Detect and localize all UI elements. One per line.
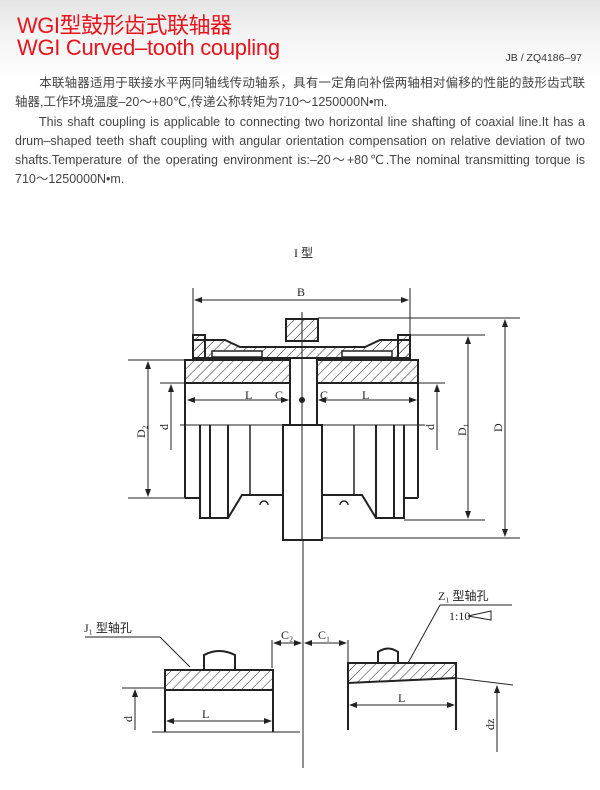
description-chinese-text: 本联轴器适用于联接水平两同轴线传动轴系，具有一定角向补偿两轴相对偏移的性能的鼓形…	[15, 76, 585, 109]
dim-C2: C₂	[281, 628, 293, 642]
dim-L-right: L	[362, 388, 369, 402]
dim-D: D	[491, 423, 505, 432]
z1-bore-label: Z₁ 型轴孔	[438, 588, 489, 603]
bore-details	[85, 540, 514, 768]
description-english-text: This shaft coupling is applicable to con…	[15, 115, 585, 186]
dim-B: B	[297, 285, 305, 299]
dim-d-left: d	[157, 424, 171, 430]
dim-dz: dz	[483, 719, 497, 730]
type-label: I 型	[294, 246, 313, 260]
standard-number: JB / ZQ4186–97	[505, 52, 582, 64]
main-view	[128, 288, 520, 541]
j1-bore-label: J₁ 型轴孔	[84, 620, 132, 635]
description-chinese: 本联轴器适用于联接水平两同轴线传动轴系，具有一定角向补偿两轴相对偏移的性能的鼓形…	[15, 74, 585, 112]
taper-label: 1:10	[449, 609, 470, 623]
dim-L-j1: L	[202, 707, 209, 721]
dim-L-left: L	[245, 388, 252, 402]
dim-C-right: C	[320, 388, 328, 402]
dim-d-j1: d	[121, 716, 135, 722]
dim-D2: D₂	[134, 425, 148, 438]
header-background	[0, 0, 600, 80]
dim-d-right: d	[423, 424, 437, 430]
dim-L-z1: L	[398, 691, 405, 705]
dim-C1: C₁	[318, 628, 330, 642]
title-english: WGI Curved–tooth coupling	[17, 35, 280, 60]
dim-D1: D₁	[455, 423, 469, 436]
title-chinese: WGI型鼓形齿式联轴器	[17, 13, 232, 38]
dim-C-left: C	[275, 388, 283, 402]
description-english: This shaft coupling is applicable to con…	[15, 113, 585, 189]
